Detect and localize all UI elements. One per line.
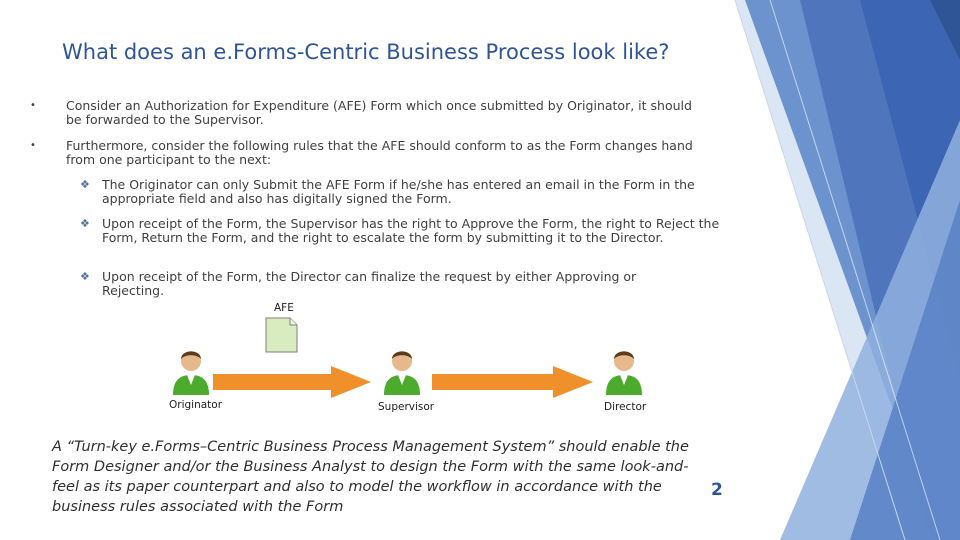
- sub-bullet-text: Upon receipt of the Form, the Director c…: [102, 269, 637, 298]
- sub-bullet-text: The Originator can only Submit the AFE F…: [102, 177, 695, 206]
- participant-label-supervisor: Supervisor: [378, 401, 435, 413]
- participant-label-originator: Originator: [169, 399, 223, 411]
- afe-document-label: AFE: [274, 302, 294, 314]
- bullet-mark: •: [30, 140, 36, 151]
- user-icon: [384, 351, 420, 395]
- bullet-afe-form: • Consider an Authorization for Expendit…: [30, 98, 706, 127]
- diamond-bullet-icon: ❖: [80, 217, 90, 230]
- arrow-originator-to-supervisor: [213, 366, 371, 398]
- sub-bullet-text: Upon receipt of the Form, the Supervisor…: [102, 216, 720, 245]
- diamond-bullet-icon: ❖: [80, 178, 90, 191]
- bullet-mark: •: [30, 100, 36, 111]
- caption-text: A “Turn-key e.Forms–Centric Business Pro…: [52, 439, 689, 515]
- sub-bullet-director: ❖ Upon receipt of the Form, the Director…: [80, 269, 702, 298]
- slide-title: What does an e.Forms-Centric Business Pr…: [62, 40, 670, 64]
- user-icon: [173, 351, 209, 395]
- document-icon: [265, 317, 298, 353]
- arrow-supervisor-to-director: [432, 366, 593, 398]
- sub-bullet-originator: ❖ The Originator can only Submit the AFE…: [80, 177, 727, 206]
- bullet-rules-intro: • Furthermore, consider the following ru…: [30, 138, 716, 167]
- participant-label-director: Director: [604, 401, 647, 413]
- sub-bullet-supervisor: ❖ Upon receipt of the Form, the Supervis…: [80, 216, 732, 245]
- bullet-text: Furthermore, consider the following rule…: [66, 138, 693, 167]
- diamond-bullet-icon: ❖: [80, 270, 90, 283]
- user-icon: [606, 351, 642, 395]
- page-number: 2: [711, 480, 723, 500]
- bullet-text: Consider an Authorization for Expenditur…: [66, 98, 692, 127]
